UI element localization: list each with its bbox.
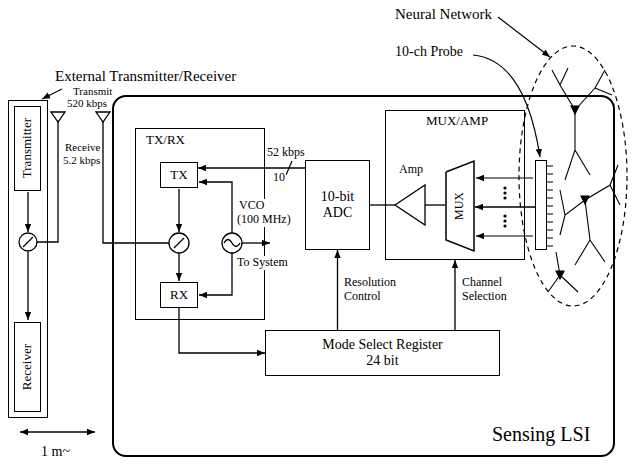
box-text: RX — [170, 288, 188, 303]
probe-teeth — [547, 166, 553, 246]
distance-arrow — [20, 431, 95, 433]
amplifier-symbol — [385, 204, 395, 205]
signal-connector — [454, 260, 455, 330]
adc-box: 10-bit ADC — [305, 160, 370, 250]
vco-oscillator — [224, 240, 240, 247]
box-text: TX — [170, 168, 187, 183]
neuron-drawing — [556, 271, 564, 279]
box-text: 10-bit ADC — [315, 189, 361, 221]
external-switch — [19, 233, 37, 251]
signal-connector — [198, 167, 305, 168]
vco-oscillator — [222, 233, 242, 253]
box-heading: TX/RX — [146, 133, 185, 148]
amplifier-symbol — [425, 204, 445, 205]
signal-connector — [337, 250, 338, 330]
box-text: Transmitter — [20, 118, 35, 178]
external-switch — [19, 192, 37, 320]
antenna — [51, 112, 65, 122]
transmitter-box: Transmitter — [14, 106, 41, 191]
probe-signal — [504, 197, 506, 199]
signal-label: 52 kbps — [266, 146, 306, 160]
signal-label: Channel Selection — [461, 276, 535, 304]
neuron-drawing — [571, 106, 579, 114]
tx-box: TX — [160, 162, 198, 188]
neuron-drawing — [581, 196, 589, 204]
signal-label: To System — [236, 256, 289, 270]
external-switch — [23, 237, 33, 247]
box-text: MUX — [453, 192, 467, 220]
box-text: Receiver — [20, 344, 35, 390]
register-box: Mode Select Register24 bit — [265, 330, 500, 376]
probe-teeth — [547, 166, 553, 246]
probe-signal — [504, 192, 506, 194]
signal-label: 1 m~ — [40, 444, 71, 460]
txrx-switch — [174, 238, 184, 248]
signal-label: 10 — [272, 171, 286, 185]
leader-line — [42, 89, 62, 99]
neuron-drawing — [552, 68, 612, 180]
transceiver-box: TransmitterReceiverExternal Transmitter/… — [8, 100, 48, 418]
probe-signal — [504, 187, 506, 189]
signal-connector — [475, 206, 535, 207]
box-heading: MUX/AMP — [426, 114, 488, 129]
probe-signal — [504, 215, 506, 217]
probe-signal — [504, 220, 506, 222]
signal-label: Transmit — [72, 85, 113, 98]
mux-amp-block: MUX MUX/AMP — [385, 110, 525, 260]
trapezoid — [446, 161, 474, 251]
neuron-drawing — [560, 165, 620, 265]
txrx-switch — [178, 253, 179, 281]
txrx-switch — [169, 233, 189, 253]
neuron-drawing — [548, 68, 620, 292]
signal-label: 5.2 kbps — [62, 154, 101, 167]
neuron-drawing — [548, 252, 578, 292]
signal-label: Receive — [64, 141, 101, 154]
txrx-switch — [178, 189, 179, 232]
box-text: 24 bit — [366, 353, 398, 369]
leader-line — [473, 55, 540, 157]
amplifier-symbol — [385, 185, 445, 225]
signal-label: Amp — [398, 163, 424, 177]
probe: 10-ch Probe — [535, 160, 547, 250]
external-switch — [27, 192, 28, 232]
amplifier-symbol — [395, 185, 425, 225]
signal-label: VCO — [238, 199, 265, 213]
vco-oscillator — [242, 242, 270, 243]
probe-signal — [504, 225, 506, 227]
txrx-switch — [169, 189, 189, 281]
vco-oscillator — [199, 182, 270, 295]
vco-oscillator — [199, 253, 232, 295]
external-switch — [27, 252, 28, 320]
signal-label: Resolution Control — [343, 276, 417, 304]
mux-symbol: MUX — [445, 160, 475, 252]
leader-line — [498, 17, 550, 57]
leader-line — [42, 17, 550, 157]
signal-connector — [179, 308, 265, 353]
box-text: Mode Select Register — [322, 337, 443, 353]
vco-oscillator — [199, 182, 232, 233]
rx-box: RX — [160, 282, 198, 308]
signal-connector — [370, 204, 385, 205]
box-heading: 10-ch Probe — [395, 44, 463, 60]
antenna — [37, 112, 169, 243]
box-heading: Sensing LSI — [492, 423, 590, 446]
dashed-ellipse — [519, 46, 627, 306]
antenna — [96, 112, 110, 122]
receiver-box: Receiver — [14, 322, 41, 412]
signal-label: (100 MHz) — [236, 213, 292, 227]
box-heading: Neural Network — [395, 6, 492, 23]
box-heading: External Transmitter/Receiver — [55, 68, 236, 85]
distance-arrow — [20, 431, 95, 433]
signal-label: 520 kbps — [66, 97, 108, 110]
